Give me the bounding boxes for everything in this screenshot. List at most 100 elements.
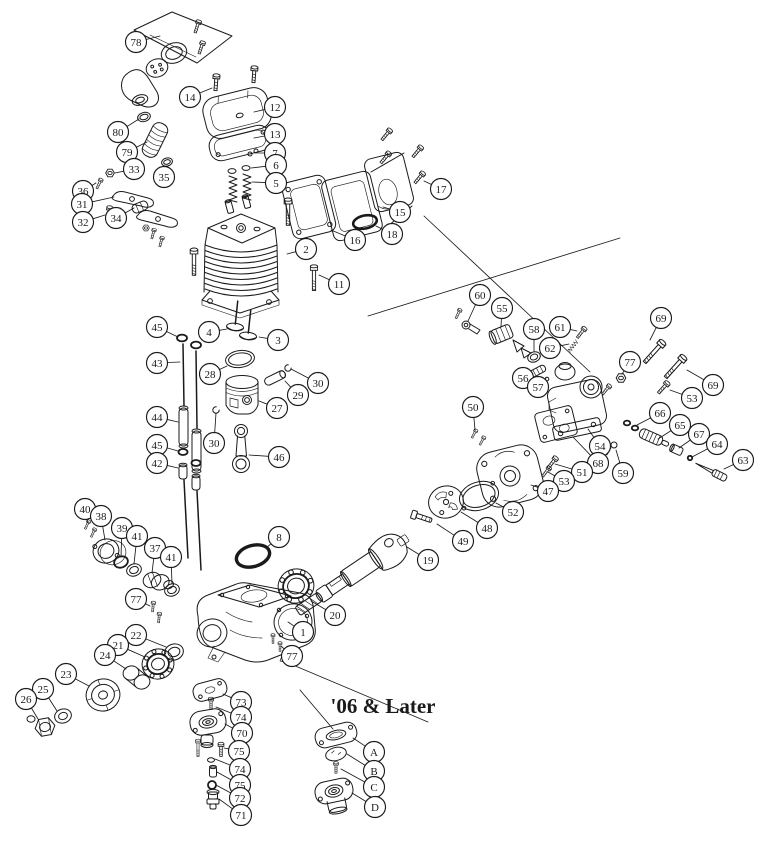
oring-72 xyxy=(207,780,217,790)
callout-leader xyxy=(657,430,672,440)
callout-balloon xyxy=(618,350,642,374)
connector-line xyxy=(423,215,591,373)
callout-balloon xyxy=(388,200,412,224)
callout-77: 77 xyxy=(124,587,151,611)
callout-leader xyxy=(222,693,232,699)
callout-4: 4 xyxy=(197,320,228,344)
piston-ring xyxy=(225,349,255,369)
callout-label: 25 xyxy=(38,684,50,696)
callout-67: 67 xyxy=(678,422,711,449)
insulator-plate xyxy=(534,405,578,443)
front-bearing xyxy=(141,648,175,680)
callout-label: 3 xyxy=(275,335,281,347)
callout-balloon xyxy=(552,469,576,493)
callout-leader xyxy=(251,181,266,184)
callout-28: 28 xyxy=(198,362,228,386)
callout-label: 41 xyxy=(166,552,177,564)
needle-63 xyxy=(695,462,728,482)
callout-55: 55 xyxy=(490,296,514,328)
callout-label: 17 xyxy=(436,184,448,196)
callout-leader xyxy=(86,518,89,524)
callout-d: D xyxy=(351,792,387,819)
callout-label: 53 xyxy=(559,476,571,488)
callout-49: 49 xyxy=(436,523,475,553)
callout-label: 28 xyxy=(205,369,217,381)
callout-label: 30 xyxy=(209,438,221,450)
callout-label: 27 xyxy=(272,403,284,415)
callout-leader xyxy=(219,365,228,370)
callout-label: C xyxy=(370,782,377,794)
callout-balloon xyxy=(106,120,130,144)
callout-16: 16 xyxy=(330,228,367,252)
callout-balloon xyxy=(343,228,367,252)
callout-balloon xyxy=(475,516,499,540)
callout-leader xyxy=(436,523,455,536)
callout-label: 71 xyxy=(236,810,247,822)
callout-label: A xyxy=(370,747,378,759)
callout-balloon xyxy=(229,803,253,827)
callout-leader xyxy=(286,251,297,255)
drive-hub xyxy=(85,678,121,712)
callout-62: 62 xyxy=(538,336,570,360)
callout-48: 48 xyxy=(460,511,499,540)
callout-leader xyxy=(114,170,125,174)
callout-label: 2 xyxy=(303,244,309,256)
callout-65: 65 xyxy=(657,413,692,440)
callout-balloon xyxy=(265,396,289,420)
cylinder-with-fins xyxy=(189,194,319,319)
valve-cover-assembly xyxy=(202,65,272,203)
callout-leader xyxy=(352,737,366,747)
callout-balloon xyxy=(54,662,78,686)
callout-label: 7 xyxy=(272,148,278,160)
callout-label: 13 xyxy=(270,129,282,141)
callout-leader xyxy=(686,369,705,381)
callout-label: 77 xyxy=(131,594,143,606)
callout-17: 17 xyxy=(423,177,453,201)
callout-33: 33 xyxy=(114,157,146,181)
callout-label: 75 xyxy=(234,746,246,758)
callout-balloon xyxy=(124,623,148,647)
callout-leader xyxy=(382,206,391,210)
callout-32: 32 xyxy=(71,210,106,234)
intake-bracket-assembly xyxy=(121,11,233,167)
gasket-73 xyxy=(192,678,228,702)
callout-balloon xyxy=(125,524,149,548)
callout-label: 77 xyxy=(287,651,299,663)
callout-label: 42 xyxy=(152,458,163,470)
disc-b xyxy=(325,746,347,762)
callout-75: 75 xyxy=(223,739,251,763)
callout-balloon xyxy=(536,479,560,503)
callout-leader xyxy=(495,502,505,508)
callout-label: 58 xyxy=(529,324,541,336)
callout-label: 73 xyxy=(236,697,248,709)
ring-80 xyxy=(137,111,151,123)
callout-balloon xyxy=(687,422,711,446)
prop-drive-parts xyxy=(26,643,184,737)
callout-label: 22 xyxy=(131,630,142,642)
callout-balloon xyxy=(145,351,169,375)
callout-label: 24 xyxy=(100,650,112,662)
callout-leader xyxy=(406,546,420,555)
callout-balloon xyxy=(294,237,318,261)
exhaust-outlet-assembly xyxy=(281,126,427,242)
callout-leader xyxy=(166,331,179,338)
callout-8: 8 xyxy=(265,525,291,549)
callout-leader xyxy=(218,798,233,810)
crankcase-oring xyxy=(234,543,272,569)
callout-balloon xyxy=(429,177,453,201)
callout-balloon xyxy=(668,413,692,437)
callout-57: 57 xyxy=(526,375,550,399)
callout-balloon xyxy=(267,525,291,549)
piston xyxy=(225,375,259,415)
callout-leader xyxy=(124,207,135,214)
callout-27: 27 xyxy=(258,396,289,420)
callout-balloon xyxy=(649,306,673,330)
callout-leader xyxy=(102,525,106,541)
callout-leader xyxy=(554,463,573,470)
callout-leader xyxy=(215,706,232,714)
grease-nipples xyxy=(150,600,162,624)
callout-29: 29 xyxy=(284,380,310,407)
callout-label: 60 xyxy=(475,290,487,302)
